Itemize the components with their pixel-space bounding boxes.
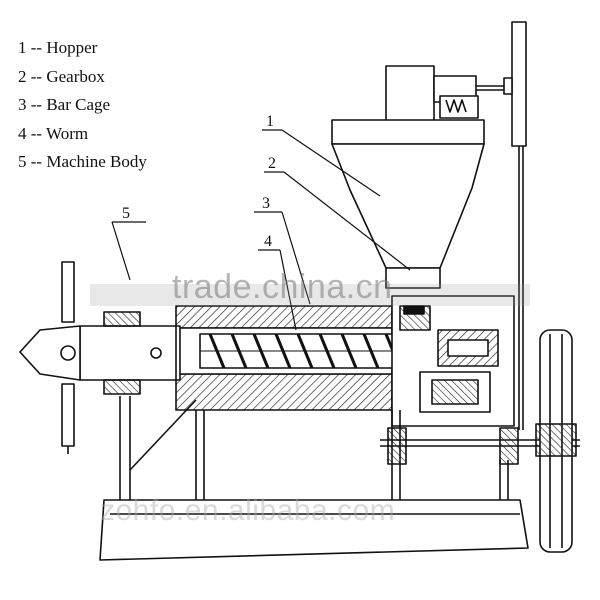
legend-separator: -- <box>26 152 47 171</box>
hopper <box>331 119 485 289</box>
legend-item-gearbox: 2 -- Gearbox <box>18 63 147 92</box>
callout-3: 3 <box>262 195 270 212</box>
drive-housing <box>391 295 515 427</box>
legend-label: Machine Body <box>46 152 147 171</box>
adjusting-bolt <box>61 261 75 454</box>
callout-4: 4 <box>264 233 272 250</box>
legend-separator: -- <box>26 95 47 114</box>
handwheel-rod <box>503 21 527 430</box>
legend-label: Worm <box>46 123 89 143</box>
callout-leaders <box>111 129 411 331</box>
legend-separator: -- <box>26 38 47 57</box>
legend-num: 5 <box>18 152 27 171</box>
callout-2: 2 <box>268 155 276 172</box>
legend: 1 -- Hopper 2 -- Gearbox 3 -- Bar Cage 4… <box>18 34 147 177</box>
machine-body <box>99 396 529 561</box>
watermark-trade-china: trade.china.cn <box>172 268 393 306</box>
legend-label: Bar Cage <box>46 95 111 114</box>
discharge-cone <box>19 311 181 395</box>
legend-label: Hopper <box>46 38 98 57</box>
gearbox <box>385 65 512 123</box>
legend-separator: -- <box>26 66 47 86</box>
legend-label: Gearbox <box>46 66 105 86</box>
callout-labels: 1 2 3 4 5 <box>122 113 276 250</box>
watermark-alibaba: zohfo.en.alibaba.com <box>100 494 396 527</box>
legend-separator: -- <box>26 123 47 143</box>
legend-num: 1 <box>18 38 27 57</box>
watermark-band <box>90 284 530 306</box>
legend-item-hopper: 1 -- Hopper <box>18 34 147 63</box>
legend-item-machine-body: 5 -- Machine Body <box>18 148 147 177</box>
legend-num: 2 <box>18 66 27 86</box>
callout-1: 1 <box>266 113 274 130</box>
legend-num: 4 <box>18 123 27 143</box>
callout-5: 5 <box>122 205 130 222</box>
legend-item-worm: 4 -- Worm <box>18 120 147 149</box>
pulley <box>380 329 580 553</box>
legend-item-bar-cage: 3 -- Bar Cage <box>18 91 147 120</box>
legend-num: 3 <box>18 95 27 114</box>
